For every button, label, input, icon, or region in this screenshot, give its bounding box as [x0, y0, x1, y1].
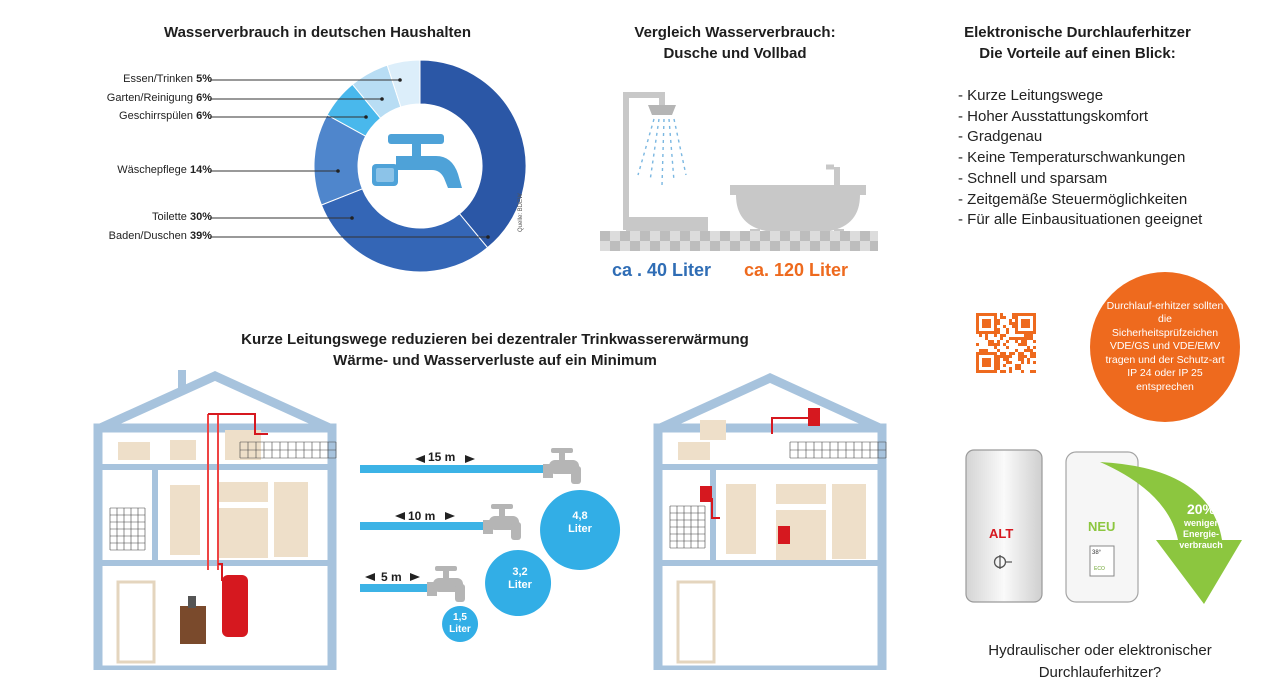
- advantages-list: - Kurze Leitungswege - Hoher Ausstattung…: [958, 86, 1202, 231]
- pipe-length-10m: 10 m: [408, 509, 436, 523]
- pie-label-waesche: Wäschepflege 14%: [117, 164, 212, 176]
- water-volume-circle-medium: [485, 550, 552, 616]
- advantage-item: - Keine Temperaturschwankungen: [958, 149, 1186, 167]
- pipe-length-15m: 15 m: [428, 450, 456, 464]
- new-heater-display-temp: 38°: [1092, 550, 1102, 556]
- heater-icon: [808, 408, 820, 426]
- pie-source: Quelle: BDEW: [518, 193, 524, 232]
- bathtub-icon: [730, 164, 866, 237]
- advantage-item: - Gradgenau: [958, 128, 1043, 146]
- pie-label-toilette: Toilette 30%: [152, 211, 212, 223]
- pie-leader-lines: [210, 78, 490, 239]
- central-boiler-icon: [222, 575, 248, 637]
- shower-section-title: Vergleich Wasserverbrauch: Dusche und Vo…: [634, 24, 836, 62]
- old-heater-label: ALT: [989, 526, 1014, 541]
- shower-bath-illustration: [600, 92, 878, 251]
- pie-chart-title: Wasserverbrauch in deutschen Haushalten: [163, 24, 472, 41]
- pie-label-baden: Baden/Duschen 39%: [108, 230, 212, 242]
- savings-text: 20% weniger Energie- verbrauch: [1179, 501, 1223, 550]
- old-heater-icon: [965, 449, 1043, 603]
- new-heater-display-eco: ECO: [1094, 566, 1105, 572]
- pie-label-garten: Garten/Reinigung 6%: [106, 92, 212, 104]
- advantage-item: - Zeitgemäße Steuermöglichkeiten: [958, 190, 1188, 208]
- heater-icon: [700, 486, 712, 502]
- pipe-length-5m: 5 m: [381, 570, 402, 584]
- advantage-item: - Kurze Leitungswege: [958, 87, 1104, 104]
- house-central-heating: [93, 370, 337, 670]
- new-heater-icon: [1065, 451, 1139, 603]
- qr-code-icon[interactable]: [976, 313, 1036, 373]
- heater-icon: [778, 526, 790, 544]
- pipe-row-10m: [360, 504, 521, 540]
- advantage-item: - Schnell und sparsam: [958, 169, 1108, 187]
- safety-note-badge: Durchlauf-erhitzer sollten die Sicherhei…: [1090, 272, 1240, 422]
- pipes-section-title: Kurze Leitungswege reduzieren bei dezent…: [241, 331, 749, 369]
- savings-arrow-icon: [1100, 462, 1242, 604]
- pipe-row-5m: [360, 566, 465, 602]
- shower-icon: [623, 92, 708, 231]
- pie-slices: [313, 60, 527, 273]
- pie-slice-0: [419, 60, 527, 249]
- bottom-question: Hydraulischer oder elektronischer Durchl…: [988, 642, 1212, 681]
- pie-slice-1: [320, 188, 489, 273]
- pie-slice-5: [386, 60, 421, 108]
- faucet-icon: [372, 134, 462, 188]
- pie-chart: [210, 60, 527, 273]
- shower-amount: ca . 40 Liter: [612, 260, 712, 280]
- new-heater-label: NEU: [1088, 519, 1116, 534]
- water-volume-circle-large: [540, 490, 621, 570]
- pipe-row-15m: [360, 448, 581, 484]
- advantages-title: Elektronische Durchlauferhitzer Die Vort…: [964, 24, 1191, 62]
- advantage-item: - Für alle Einbausituationen geeignet: [958, 211, 1203, 229]
- pipe-length-illustration: [360, 448, 621, 642]
- water-volume-circle-small: [442, 606, 479, 642]
- house-decentral-heating: [653, 373, 887, 670]
- bath-amount: ca. 120 Liter: [744, 260, 849, 280]
- pie-label-geschirr: Geschirrspülen 6%: [119, 110, 212, 122]
- pie-label-essen: Essen/Trinken 5%: [123, 73, 212, 85]
- advantage-item: - Hoher Ausstattungskomfort: [958, 107, 1149, 125]
- tile-floor: [600, 231, 878, 251]
- heater-comparison: [965, 449, 1242, 604]
